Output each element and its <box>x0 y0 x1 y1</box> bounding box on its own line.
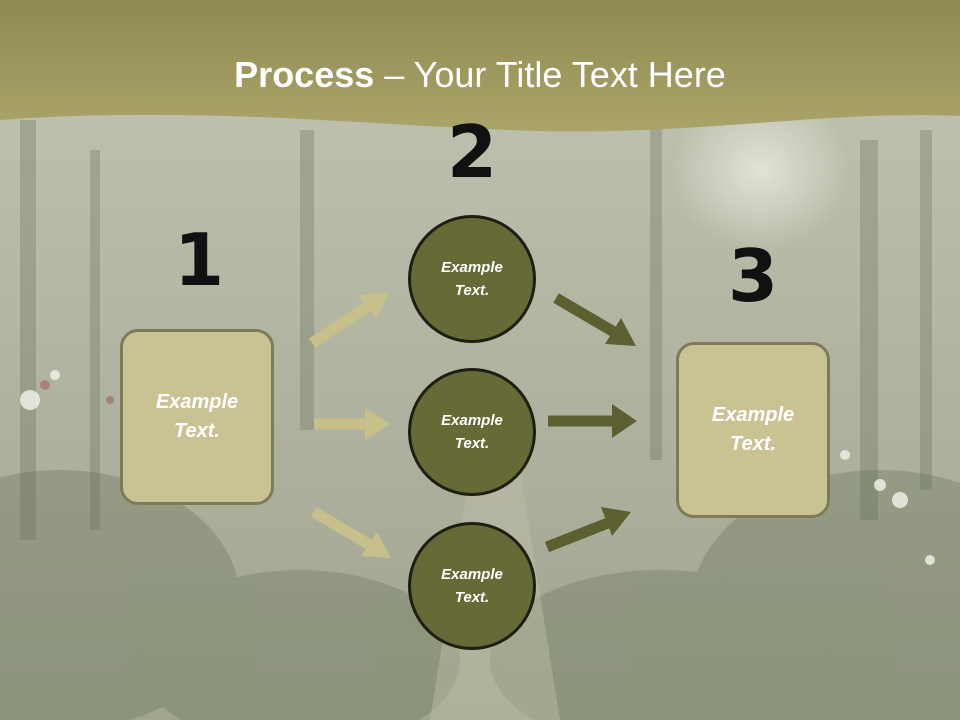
step-box-3: Example Text. <box>676 342 830 518</box>
step-circle-2: Example Text. <box>408 368 536 496</box>
title-bold: Process <box>234 54 375 95</box>
step-circle-1-label: Example Text. <box>441 259 503 299</box>
step-box-1-label: Example Text. <box>155 391 239 442</box>
step-circle-1: Example Text. <box>408 215 536 343</box>
step-circle-3-label: Example Text. <box>441 566 503 606</box>
step-number-1: 1 <box>173 218 225 302</box>
step-number-3: 3 <box>727 234 779 318</box>
step-box-1: Example Text. <box>120 329 274 505</box>
step-circle-2-label: Example Text. <box>441 412 503 452</box>
step-circle-3: Example Text. <box>408 522 536 650</box>
step-number-2: 2 <box>446 110 498 194</box>
step-box-3-label: Example Text. <box>711 404 795 455</box>
title-rest: – Your Title Text Here <box>374 54 726 95</box>
slide-title: Process – Your Title Text Here <box>0 54 960 96</box>
title-band <box>0 0 960 132</box>
